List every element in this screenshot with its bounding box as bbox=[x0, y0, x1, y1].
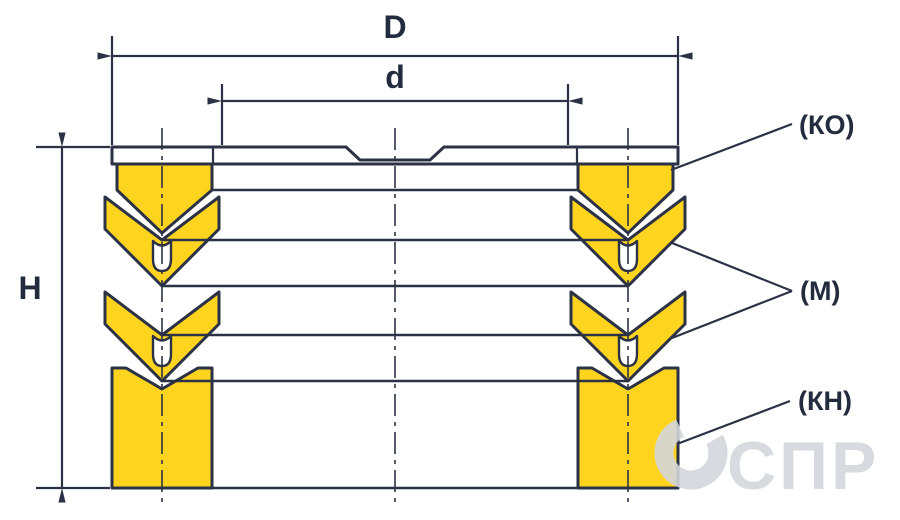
dimension-height: H bbox=[18, 132, 110, 503]
seal-lip-groove-left-2 bbox=[151, 334, 173, 368]
callouts: (КО) (М) (КН) bbox=[670, 110, 854, 446]
bottom-ring-right-block bbox=[576, 366, 680, 490]
seal-lip-groove-right-2 bbox=[617, 334, 639, 368]
watermark: СПР bbox=[654, 416, 879, 504]
leader-seal-upper bbox=[671, 241, 793, 293]
leader-top-ring bbox=[670, 122, 793, 172]
dimension-label-d: d bbox=[385, 59, 405, 95]
dimension-inner-diameter: d bbox=[207, 59, 583, 145]
dimension-outer-diameter: D bbox=[97, 9, 693, 145]
watermark-text: СПР bbox=[727, 428, 879, 504]
dimension-label-H: H bbox=[18, 270, 41, 306]
label-bottom-ring: (КН) bbox=[798, 386, 852, 416]
top-ring-left-block bbox=[115, 162, 214, 235]
watermark-gear-icon bbox=[654, 416, 728, 490]
label-seal-cuffs: (М) bbox=[800, 276, 840, 306]
bottom-ring-left-block bbox=[110, 366, 214, 490]
top-ring-right-block bbox=[576, 162, 675, 235]
dimension-label-D: D bbox=[383, 9, 406, 45]
leader-seal-lower bbox=[671, 289, 793, 340]
top-ring-band bbox=[110, 145, 680, 166]
seal-assembly bbox=[103, 128, 687, 505]
label-top-ring: (КО) bbox=[799, 110, 854, 140]
leader-bottom-ring bbox=[676, 399, 791, 446]
